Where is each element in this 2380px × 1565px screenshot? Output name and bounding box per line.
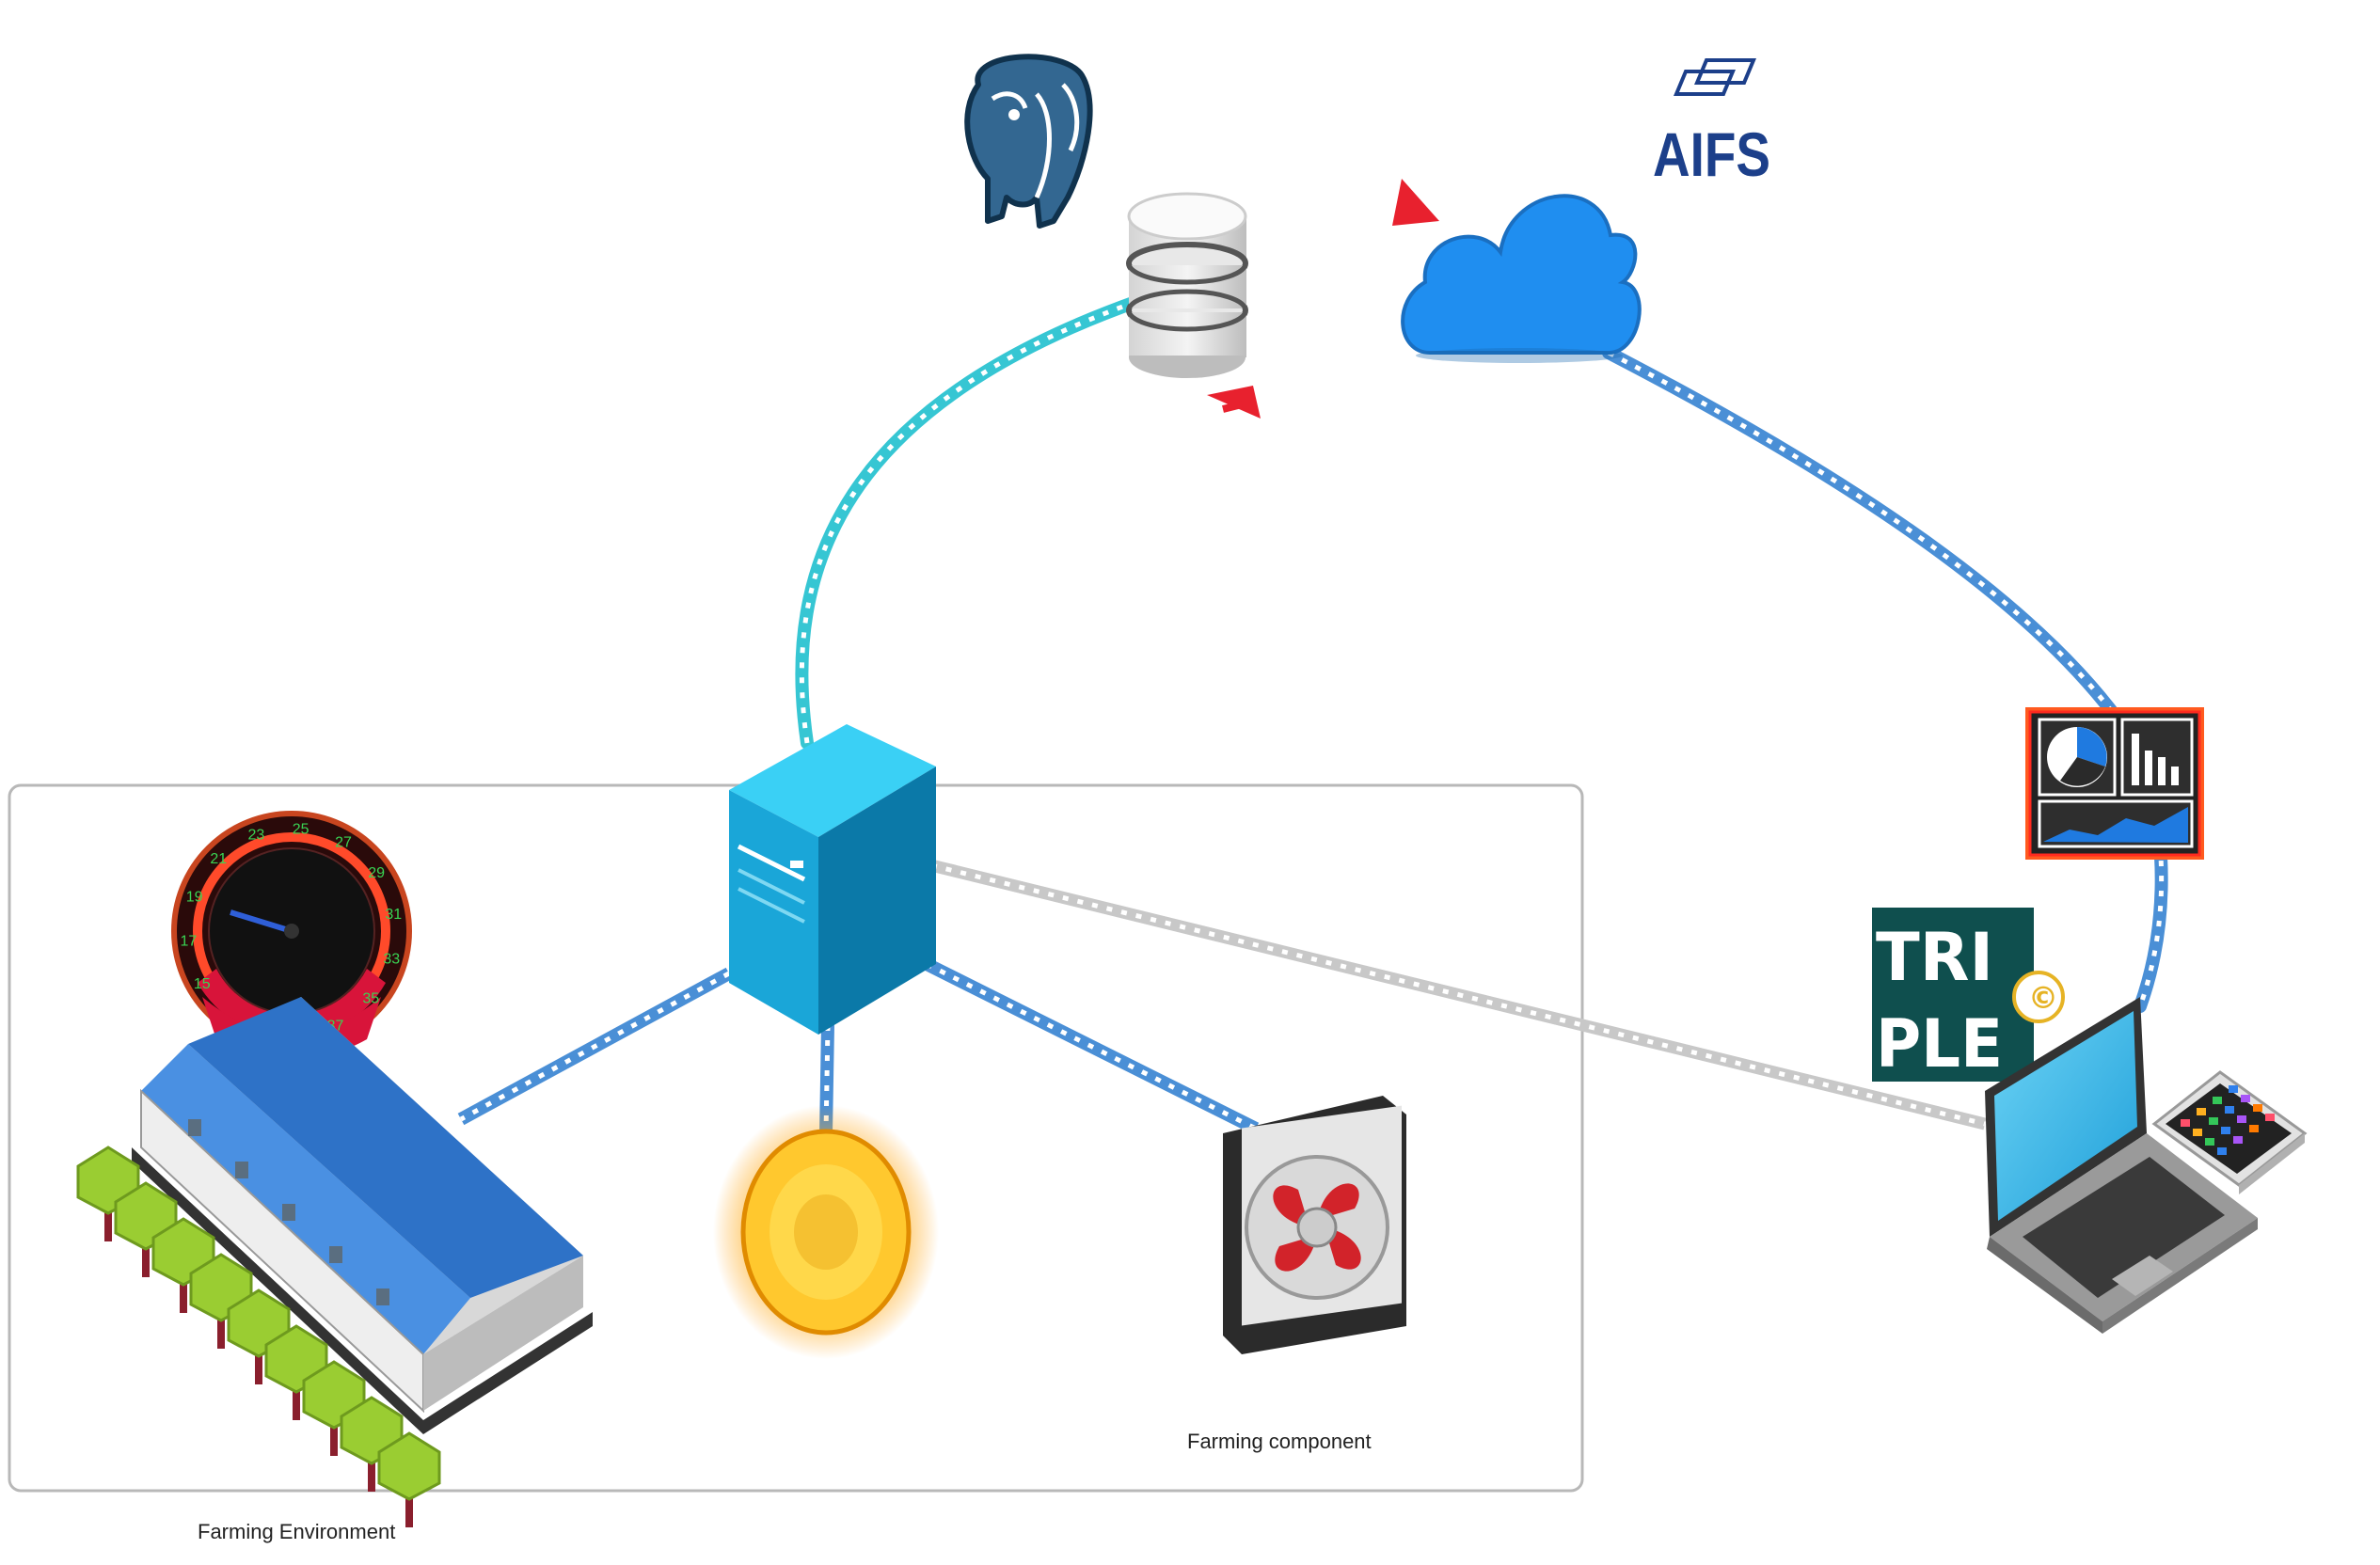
dashboard-icon xyxy=(2025,707,2204,860)
tree-icon xyxy=(377,1431,441,1527)
gauge-tick-label: 25 xyxy=(293,821,309,837)
tablet-app-tile xyxy=(2209,1117,2218,1125)
tablet-app-tile xyxy=(2233,1136,2243,1144)
gauge-tick-label: 29 xyxy=(368,865,385,881)
gauge-tick-label: 15 xyxy=(194,976,211,992)
tablet-app-tile xyxy=(2213,1097,2222,1104)
tablet-app-tile xyxy=(2253,1104,2262,1112)
aifs-mark-icon xyxy=(1674,58,1756,96)
fan-icon xyxy=(1223,1096,1406,1354)
gauge-tick-label: 27 xyxy=(335,835,352,851)
connections xyxy=(457,294,2168,1135)
cloud-icon xyxy=(1401,194,1642,363)
gauge-tick-label: 31 xyxy=(385,907,402,923)
gauge-tick-label: 23 xyxy=(248,828,265,844)
gauge-tick-label: 35 xyxy=(362,991,379,1007)
greenhouse-icon xyxy=(132,997,593,1434)
tablet-app-tile xyxy=(2217,1147,2227,1155)
server-icon xyxy=(729,724,936,1035)
aifs-logo: AIFS xyxy=(1653,58,1770,189)
laptop-icon xyxy=(1985,997,2258,1334)
tablet-icon xyxy=(2151,1070,2308,1194)
triple-logo: TRI PLE © xyxy=(1872,908,2065,1083)
triple-mark: © xyxy=(2028,980,2058,1016)
gauge-tick-label: 17 xyxy=(181,934,198,950)
sun-lamp-icon xyxy=(713,1105,939,1359)
farming-component-label: Farming component xyxy=(1187,1430,1372,1453)
tablet-app-tile xyxy=(2193,1129,2202,1136)
gauge-tick-label: 21 xyxy=(210,851,227,867)
gauge-tick-label: 33 xyxy=(383,952,400,968)
aifs-text: AIFS xyxy=(1653,119,1770,189)
tree-row-icon xyxy=(76,1146,441,1527)
tablet-app-tile xyxy=(2205,1138,2214,1146)
gauge-tick-label: 19 xyxy=(186,889,203,905)
tablet-app-tile xyxy=(2237,1115,2246,1123)
tablet-app-tile xyxy=(2181,1119,2190,1127)
triple-text-line2: PLE xyxy=(1876,1005,2003,1083)
tablet-app-tile xyxy=(2241,1095,2250,1102)
tablet-app-tile xyxy=(2249,1125,2259,1132)
link-server-database xyxy=(795,294,1145,750)
database-icon xyxy=(1126,192,1248,378)
triple-text-line1: TRI xyxy=(1876,919,1993,996)
tablet-app-tile xyxy=(2229,1085,2238,1093)
sync-arrow-icon xyxy=(1207,179,1439,419)
postgresql-elephant-icon xyxy=(964,54,1093,229)
tablet-app-tile xyxy=(2225,1106,2234,1114)
tablet-app-tile xyxy=(2197,1108,2206,1115)
tablet-app-tile xyxy=(2221,1127,2230,1134)
tablet-app-tile xyxy=(2265,1114,2275,1121)
farming-environment-label: Farming Environment xyxy=(198,1520,395,1543)
